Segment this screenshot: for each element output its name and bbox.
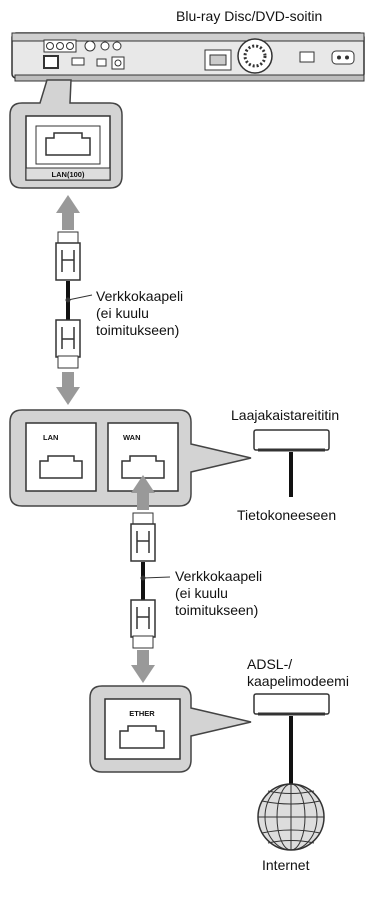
network-cable-1 [55,231,93,369]
player-port-label: LAN(100) [52,170,85,179]
router-lan-port [39,455,83,479]
router-callout: LAN WAN [9,409,252,507]
modem-device [253,693,330,785]
cable-1-label: Verkkokaapeli (ei kuulu toimitukseen) [96,288,183,339]
router-to-computer: Tietokoneeseen [237,507,337,523]
router-title: Laajakaistareititin [231,407,340,423]
globe-icon [257,783,325,851]
router-device [253,429,330,497]
cable-1-line1: Verkkokaapeli [96,288,184,304]
cable-1-line2: (ei kuulu [96,305,149,321]
network-cable-2 [130,512,171,649]
player-title: Blu-ray Disc/DVD-soitin [176,8,323,24]
internet-label: Internet [262,857,310,873]
arrow-up-wan [131,475,155,510]
arrow-down-modem [131,650,155,683]
cable-2-line2: (ei kuulu [175,585,228,601]
arrow-down-router [56,372,80,405]
modem-line1: ADSL-/ [247,656,293,672]
router-wan-label: WAN [123,433,141,442]
cable-2-line1: Verkkokaapeli [175,568,263,584]
modem-port-label: ETHER [129,709,155,718]
arrow-up-player [56,195,80,230]
modem-title: ADSL-/ kaapelimodeemi [247,656,349,690]
cable-1-line3: toimitukseen) [96,322,180,338]
router-wan-port [121,455,165,479]
cable-2-line3: toimitukseen) [175,602,259,618]
cable-2-label: Verkkokaapeli (ei kuulu toimitukseen) [175,568,262,619]
router-lan-label: LAN [43,433,58,442]
modem-ether-port [119,725,165,749]
player-lan-port-small [43,55,59,69]
player-port-callout: LAN(100) [9,79,123,189]
modem-line2: kaapelimodeemi [247,673,349,689]
modem-callout: ETHER [89,685,252,773]
bluray-player [11,32,365,82]
